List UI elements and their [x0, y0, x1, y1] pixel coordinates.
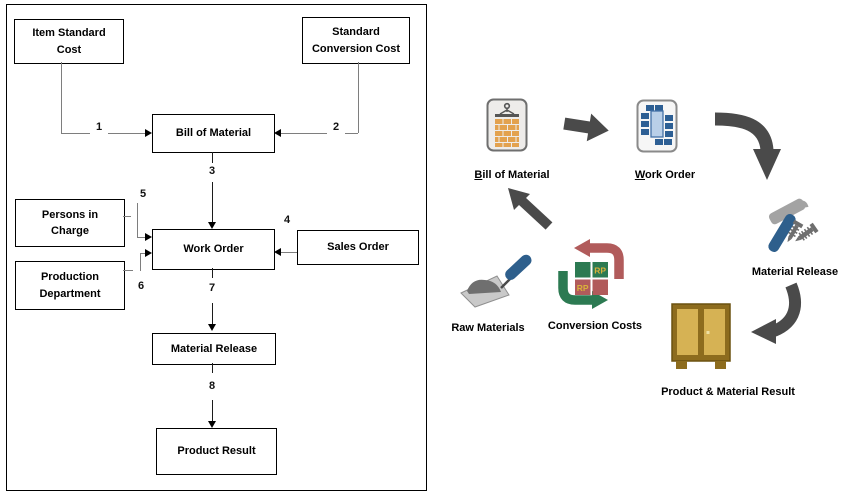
connector-line: [212, 303, 213, 324]
arrow-number-1: 1: [90, 120, 108, 135]
flow-right-arrow-icon: [563, 113, 609, 142]
arrow-number-3: 3: [203, 164, 221, 179]
block-grid-icon: [641, 105, 673, 145]
cycle-label-material-release: Material Release: [751, 266, 839, 278]
connector-line: [212, 268, 213, 278]
work-order-blocks-card-icon: [636, 99, 678, 153]
arrowhead-right-icon: [145, 129, 152, 137]
flow-box-material-release: Material Release: [152, 333, 276, 365]
arrow-number-8: 8: [203, 379, 221, 394]
arrow-number-7: 7: [203, 281, 221, 296]
bill-of-material-brick-card-icon: [486, 98, 528, 152]
arrowhead-right-icon: [145, 249, 152, 257]
trowel-icon: [460, 254, 532, 308]
connector-line: [123, 270, 133, 271]
connector-line: [358, 62, 359, 133]
label-rest: ork Order: [645, 169, 696, 181]
label-rest: ill of Material: [482, 169, 550, 181]
connector-line: [281, 252, 297, 253]
up-left-arrow-icon: [508, 188, 553, 230]
arrow-number-2: 2: [327, 120, 345, 135]
cabinet-icon: [671, 303, 731, 369]
arrowhead-down-icon: [208, 222, 216, 229]
connector-line: [212, 182, 213, 222]
curved-down-arrow-icon: [714, 112, 781, 180]
hammer-head-icon: [768, 198, 809, 225]
connector-line: [212, 400, 213, 421]
connector-line: [212, 363, 213, 373]
arrowhead-right-icon: [145, 233, 152, 241]
cycle-label-raw-materials: Raw Materials: [451, 322, 525, 334]
screw-icon: [795, 222, 819, 242]
underlined-initial: B: [474, 169, 483, 181]
connector-line: [61, 62, 62, 133]
connector-line: [140, 253, 145, 254]
green-cycle-arrow-icon: [558, 271, 592, 305]
connector-line: [277, 133, 358, 134]
screw-icon: [787, 219, 804, 243]
brick-wall-icon: [495, 119, 519, 147]
flow-box-bill-of-material: Bill of Material: [152, 114, 275, 153]
arrow-number-4: 4: [278, 213, 296, 228]
flow-box-standard-conversion-cost: Standard Conversion Cost: [302, 17, 410, 64]
arrow-number-6: 6: [132, 279, 150, 294]
hammer-handle-icon: [768, 214, 796, 252]
arrowhead-down-icon: [208, 421, 216, 428]
cycle-label-bill-of-material: Bill of Material: [442, 169, 582, 181]
crane-hook-icon: [495, 102, 519, 117]
arrowhead-down-icon: [208, 324, 216, 331]
flow-box-item-standard-cost: Item Standard Cost: [14, 19, 124, 64]
red-cycle-arrow-icon: [590, 243, 624, 279]
connector-line: [140, 253, 141, 271]
flow-box-production-department: Production Department: [15, 261, 125, 310]
arrow-number-5: 5: [134, 187, 152, 202]
underlined-initial: W: [634, 169, 646, 181]
connector-line: [137, 237, 145, 238]
cycle-label-conversion-costs: Conversion Costs: [547, 320, 643, 332]
cycle-label-work-order: Work Order: [610, 169, 720, 181]
arrowhead-left-icon: [274, 129, 281, 137]
connector-line: [137, 203, 138, 238]
connector-line: [212, 152, 213, 163]
rp-badge: RP: [577, 283, 589, 293]
conversion-costs-icon: RP RP: [558, 239, 624, 309]
curved-left-arrow-icon: [751, 282, 801, 344]
cycle-label-product-material-result: Product & Material Result: [661, 386, 795, 398]
rp-badge: RP: [594, 266, 606, 276]
flow-box-product-result: Product Result: [156, 428, 277, 475]
connector-line: [123, 216, 131, 217]
flow-box-persons-in-charge: Persons in Charge: [15, 199, 125, 247]
flow-box-work-order: Work Order: [152, 229, 275, 270]
arrowhead-left-icon: [274, 248, 281, 256]
flow-box-sales-order: Sales Order: [297, 230, 419, 265]
hammer-screws-icon: [768, 198, 819, 252]
